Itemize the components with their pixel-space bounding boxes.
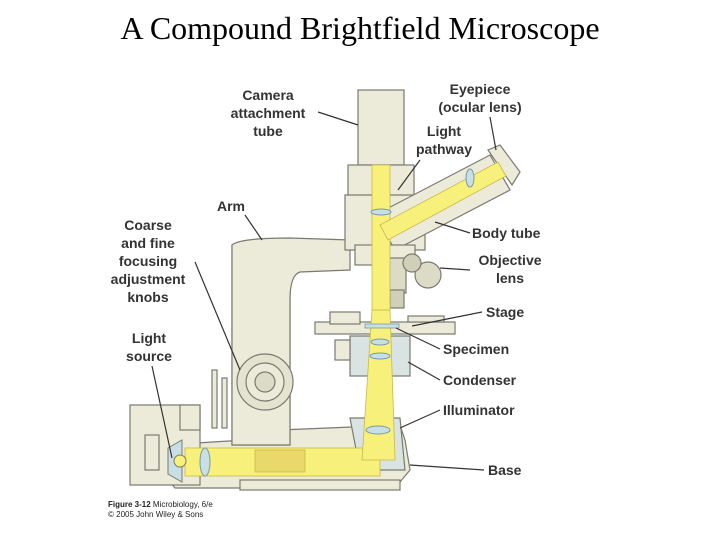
leader-base: [409, 464, 485, 471]
figure-credit: Figure 3-12 Microbiology, 6/e © 2005 Joh…: [108, 500, 213, 520]
label-coarse-1: Coarse: [124, 217, 172, 233]
lamp-bulb: [173, 454, 187, 468]
leader-condenser: [407, 361, 441, 381]
leader-lines: [151, 111, 497, 471]
objective-lens-3: [414, 261, 442, 289]
label-body-tube: Body tube: [472, 225, 541, 241]
figure-copyright: © 2005 John Wiley & Sons: [108, 510, 204, 519]
lens-condenser-2: [370, 338, 390, 346]
label-light-pathway-2: pathway: [416, 141, 472, 157]
label-coarse-5: knobs: [127, 289, 168, 305]
label-stage: Stage: [486, 304, 524, 320]
label-eyepiece-1: Eyepiece: [450, 81, 511, 97]
label-coarse-2: and fine: [121, 235, 175, 251]
leader-coarse: [194, 261, 241, 371]
leader-camera: [317, 111, 359, 126]
leader-objective: [439, 267, 471, 271]
light-source-window: [144, 434, 160, 471]
label-camera-3: tube: [253, 123, 283, 139]
lamp: [167, 439, 187, 483]
light-source-plate: [179, 404, 201, 431]
specimen-slide: [364, 323, 400, 329]
optical-lenses: [199, 168, 475, 477]
leader-eyepiece: [489, 116, 497, 151]
label-objective-2: lens: [496, 270, 524, 286]
leader-body-tube: [434, 221, 471, 234]
lens-tube: [370, 208, 392, 216]
label-light-source-2: source: [126, 348, 172, 364]
leader-light-source: [151, 365, 173, 459]
figure-label: Figure 3-12: [108, 500, 151, 509]
label-light-source-1: Light: [132, 330, 167, 346]
lens-condenser-1: [369, 352, 391, 360]
page-title: A Compound Brightfield Microscope: [120, 10, 600, 46]
lens-eyepiece: [465, 168, 475, 188]
control-rod-2: [221, 377, 228, 429]
camera-tube: [357, 89, 405, 166]
leader-specimen: [395, 327, 441, 350]
label-illuminator: Illuminator: [443, 402, 515, 418]
labels: Camera attachment tube Eyepiece (ocular …: [111, 81, 542, 478]
leader-illuminator: [399, 409, 441, 429]
objective-lens-2: [389, 289, 405, 309]
figure-caption-line: Figure 3-12 Microbiology, 6/e: [108, 500, 213, 510]
condenser-mount: [334, 339, 351, 361]
microscope-illustration: [129, 89, 521, 491]
label-coarse-3: focusing: [119, 253, 177, 269]
light-beam: [184, 161, 507, 477]
label-light-pathway-1: Light: [427, 123, 462, 139]
arm-shape: [231, 237, 351, 446]
lens-base: [199, 447, 211, 477]
label-camera-1: Camera: [242, 87, 294, 103]
base-foot: [239, 479, 401, 491]
beam-eyepiece: [379, 161, 507, 241]
leader-light-pathway: [397, 159, 421, 191]
label-specimen: Specimen: [443, 341, 509, 357]
focus-knob-inner: [254, 371, 276, 393]
stage-bracket: [329, 311, 361, 325]
label-objective-1: Objective: [478, 252, 541, 268]
lens-field: [365, 425, 391, 435]
label-eyepiece-2: (ocular lens): [438, 99, 521, 115]
leader-arm: [244, 214, 263, 241]
control-rod-1: [211, 369, 218, 429]
label-camera-2: attachment: [231, 105, 306, 121]
label-condenser: Condenser: [443, 372, 517, 388]
leader-stage: [411, 311, 483, 327]
figure-source: Microbiology, 6/e: [152, 500, 213, 509]
objective-lens-4: [402, 253, 422, 273]
label-arm: Arm: [217, 198, 245, 214]
label-base: Base: [488, 462, 522, 478]
label-coarse-4: adjustment: [111, 271, 186, 287]
beam-horizontal-shade: [254, 449, 306, 473]
